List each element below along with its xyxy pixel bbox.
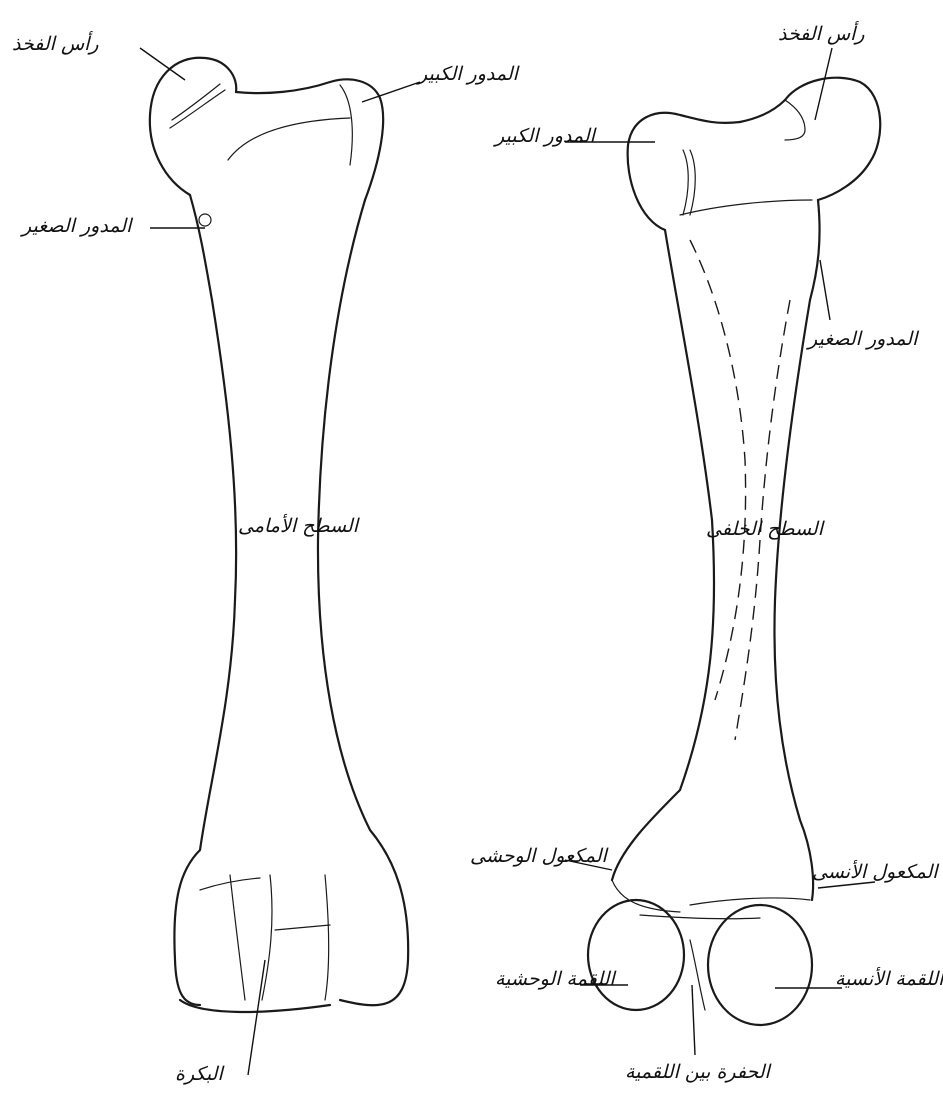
right-greater-trochanter-label: المدور الكبير bbox=[493, 125, 598, 147]
left-surface-label: السطح الأمامى bbox=[238, 513, 361, 537]
left-femur-head bbox=[150, 58, 236, 195]
right-medial-epicondyle-label: المكعول الأنسى bbox=[812, 859, 940, 883]
left-patellar-groove-label: البكرة bbox=[175, 1063, 225, 1085]
right-femur-left-shaft bbox=[612, 230, 714, 880]
labels: رأس الفخذ المدور الكبير المدور الصغير ال… bbox=[12, 21, 943, 1085]
right-femur-neck bbox=[740, 100, 785, 122]
left-head-label: رأس الفخذ bbox=[12, 31, 99, 55]
right-lateral-condyle-label: اللقمة الوحشية bbox=[495, 968, 617, 990]
right-femur-head bbox=[785, 78, 880, 200]
right-femur-right-shaft bbox=[774, 200, 819, 900]
left-lesser-trochanter-label: المدور الصغير bbox=[20, 215, 134, 237]
left-femur-distal bbox=[180, 1000, 330, 1012]
right-medial-condyle-label: اللقمة الأنسية bbox=[835, 966, 943, 990]
right-lateral-epicondyle-label: المكعول الوحشى bbox=[470, 845, 610, 867]
right-femur-medial-condyle bbox=[708, 905, 812, 1025]
right-lesser-trochanter-label: المدور الصغير bbox=[806, 328, 920, 350]
right-intercondylar-fossa-label: الحفرة بين اللقمية bbox=[625, 1061, 773, 1083]
right-surface-label: السطح الخلفى bbox=[706, 518, 826, 540]
right-head-label: رأس الفخذ bbox=[778, 21, 865, 45]
left-femur-lateral-shaft bbox=[318, 200, 408, 1005]
left-greater-trochanter-label: المدور الكبير bbox=[416, 63, 521, 85]
left-femur-medial-shaft bbox=[174, 195, 236, 1005]
left-femur-neck bbox=[236, 79, 383, 200]
